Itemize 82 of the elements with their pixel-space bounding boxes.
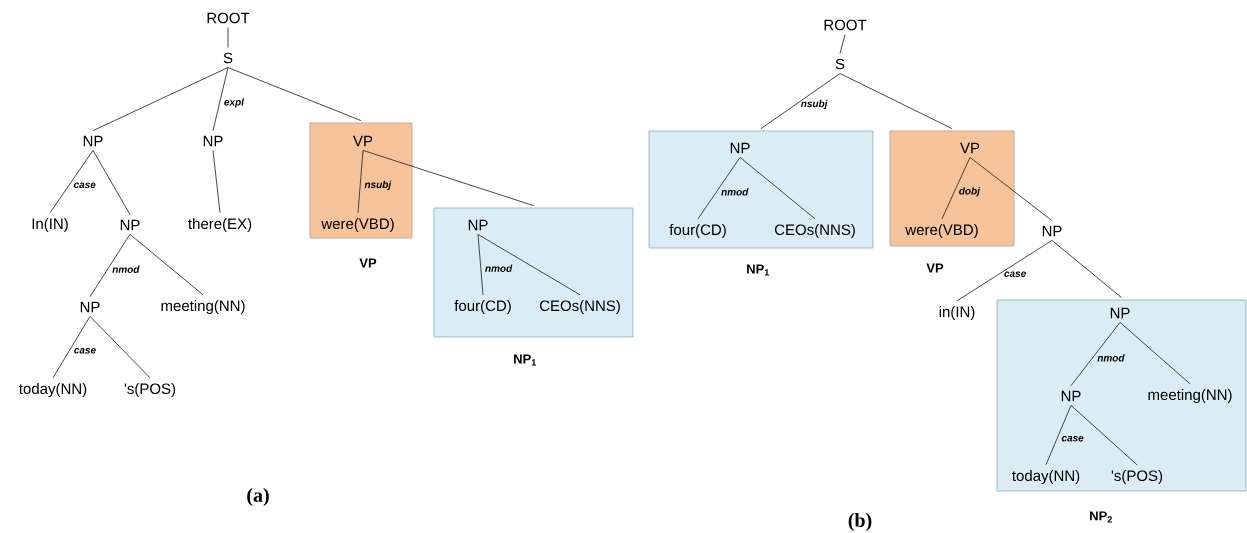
box-caption: NP$_{1}$ [514, 354, 537, 366]
tree-label: today(NN) [1012, 470, 1080, 484]
edge-label: nsubj [800, 99, 828, 110]
tree-label: in(IN) [939, 306, 975, 320]
tree-branch [969, 156, 1053, 222]
tree-branch [92, 149, 131, 216]
tree-label: four(CD) [454, 300, 511, 314]
edge-label: nmod [721, 188, 749, 196]
box-caption: NP$_{1}$ [747, 264, 770, 276]
tree-branch [839, 34, 846, 54]
tree-label: 's(POS) [1111, 470, 1163, 484]
highlight-box [648, 130, 874, 249]
highlight-box [889, 130, 1015, 247]
tree-label: NP [468, 219, 488, 231]
tree-branch [92, 67, 229, 132]
tree-branch [956, 239, 1053, 302]
tree-branch [1045, 404, 1072, 466]
tree-label: In(IN) [32, 218, 68, 232]
tree-branch [1070, 321, 1121, 387]
highlight-box [996, 299, 1247, 492]
tree-branch [129, 233, 204, 296]
tree-label: ROOT [207, 12, 250, 24]
tree-branch [227, 67, 362, 122]
edge-label: nmod [112, 265, 140, 273]
tree-label: NP [730, 142, 750, 154]
tree-label: there(EX) [188, 218, 252, 232]
panel-caption: (a) [247, 487, 269, 507]
tree-label: S [835, 58, 845, 70]
tree-label: were(VBD) [321, 218, 394, 232]
tree-label: 's(POS) [124, 383, 176, 397]
highlight-box [309, 122, 413, 239]
tree-branch [477, 233, 581, 296]
tree-label: S [223, 52, 233, 64]
tree-branch [1119, 321, 1191, 385]
tree-label: NP [1061, 390, 1081, 402]
tree-label: CEOs(NNS) [774, 224, 855, 238]
tree-branch [357, 149, 364, 214]
box-caption: VP [926, 263, 944, 273]
tree-label: today(NN) [19, 383, 87, 397]
tree-branch [739, 156, 816, 220]
tree-label: four(CD) [669, 224, 726, 238]
tree-branch [697, 156, 741, 220]
edge-label: nmod [485, 264, 513, 272]
tree-label: NP [1110, 307, 1130, 319]
tree-branch [227, 27, 229, 48]
tree-label: NP [120, 219, 140, 231]
tree-branch [477, 233, 484, 296]
tree-branch [1051, 239, 1122, 299]
tree-branch [212, 149, 221, 214]
edge-label: case [1061, 436, 1084, 442]
edge-label: expl [224, 98, 245, 108]
tree-label: NP [83, 135, 103, 147]
tree-label: meeting(NN) [1148, 389, 1232, 403]
tree-label: VP [353, 135, 373, 147]
tree-label: NP [80, 301, 100, 313]
edge-label: dobj [959, 187, 981, 197]
tree-branch [212, 67, 229, 132]
edge-label: case [1004, 271, 1026, 277]
highlight-box [433, 207, 634, 338]
tree-branch [839, 73, 953, 130]
tree-branch [89, 233, 131, 298]
tree-label: VP [960, 142, 980, 154]
tree-branch [760, 73, 841, 130]
tree-label: NP [1042, 225, 1062, 237]
tree-label: ROOT [824, 19, 867, 31]
tree-label: were(VBD) [905, 224, 978, 238]
tree-branch [52, 315, 91, 379]
box-caption: VP [359, 258, 377, 268]
tree-branch [89, 315, 151, 379]
edge-label: nmod [1097, 354, 1125, 362]
tree-label: NP [203, 135, 223, 147]
tree-label: CEOs(NNS) [539, 300, 620, 314]
edge-label: nsubj [364, 180, 392, 190]
tree-branch [362, 149, 534, 207]
edge-label: case [74, 348, 96, 354]
panel-caption: (b) [848, 512, 872, 532]
tree-branch [941, 156, 971, 220]
tree-label: meeting(NN) [161, 300, 245, 314]
edge-label: case [73, 182, 96, 189]
tree-branch [49, 149, 94, 214]
tree-branch [1070, 404, 1138, 466]
box-caption: NP$_{2}$ [1090, 511, 1112, 523]
